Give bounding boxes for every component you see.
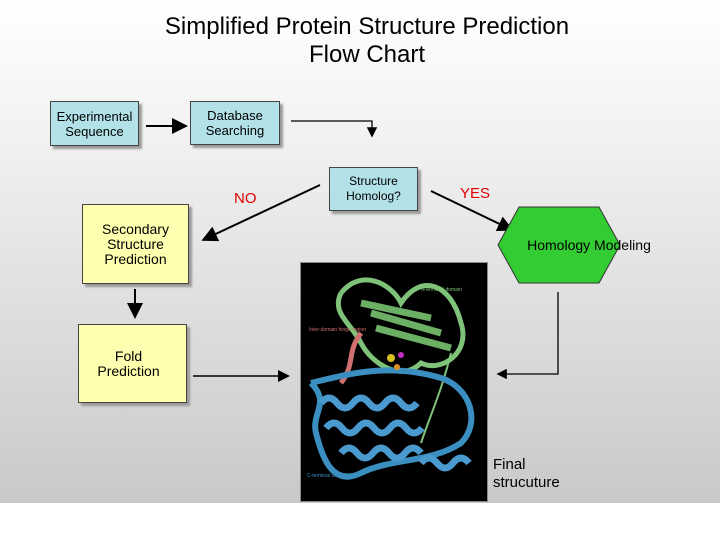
label-no: NO	[234, 190, 257, 207]
final-structure-text: Final strucuture	[493, 456, 560, 491]
protein-structure-image: N-terminal domain Inter-domain hinge reg…	[300, 262, 488, 502]
arrow-no	[201, 184, 321, 242]
image-label-c-terminal: C-terminal domain	[307, 473, 348, 479]
node-fold-prediction: Fold Prediction	[78, 324, 187, 403]
image-label-hinge: Inter-domain hinge region	[309, 327, 366, 333]
node-experimental-sequence: Experimental Sequence	[50, 101, 139, 146]
arrow-yes	[430, 190, 514, 232]
homology-modeling-label: Homology Modeling	[527, 237, 651, 253]
node-structure-homolog: Structure Homolog?	[329, 167, 418, 211]
image-label-n-terminal: N-terminal domain	[421, 287, 462, 293]
label-yes: YES	[460, 185, 491, 202]
title-line-2: Flow Chart	[308, 41, 426, 68]
final-structure-label: Final strucuture	[493, 456, 568, 492]
node-database-searching: Database Searching	[190, 101, 280, 145]
protein-ribbon-illustration: N-terminal domain Inter-domain hinge reg…	[307, 277, 475, 480]
node-secondary-structure: Secondary Structure Prediction	[82, 204, 189, 284]
arrow-homology-to-final	[496, 292, 559, 380]
hexagon-shape	[497, 206, 621, 284]
arrow-db-to-homolog	[291, 120, 378, 138]
node-homology-modeling: Homology Modeling	[497, 206, 651, 284]
title-line-1: Simplified Protein Structure Prediction	[164, 13, 570, 40]
